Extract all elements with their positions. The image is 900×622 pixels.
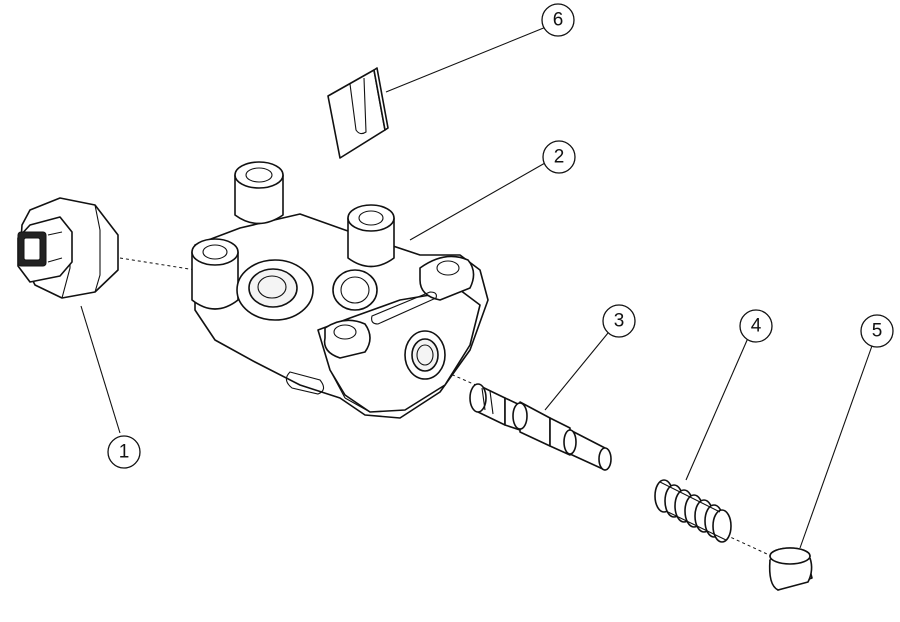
connector-plug-icon bbox=[17, 197, 119, 299]
leader-5 bbox=[799, 342, 874, 549]
leader-6 bbox=[385, 26, 547, 93]
callout-label-1: 1 bbox=[119, 442, 130, 463]
callout-2: 2 bbox=[542, 140, 576, 174]
slotted-shim-icon bbox=[327, 67, 389, 159]
spool-pin-icon bbox=[469, 383, 612, 471]
leader-2 bbox=[409, 162, 546, 241]
callout-label-6: 6 bbox=[553, 10, 564, 31]
leader-3 bbox=[544, 332, 609, 411]
callout-1: 1 bbox=[107, 435, 141, 469]
valve-body-icon bbox=[191, 161, 489, 419]
callout-label-3: 3 bbox=[614, 311, 625, 332]
end-cap-icon bbox=[768, 547, 813, 591]
callout-label-2: 2 bbox=[554, 147, 565, 168]
leader-4 bbox=[685, 337, 749, 481]
callout-3: 3 bbox=[602, 304, 636, 338]
coil-spring-icon bbox=[654, 479, 732, 543]
callout-6: 6 bbox=[541, 3, 575, 37]
callout-5: 5 bbox=[860, 314, 894, 348]
callout-label-5: 5 bbox=[872, 321, 883, 342]
callout-label-4: 4 bbox=[751, 316, 762, 337]
leader-1 bbox=[80, 305, 121, 434]
callout-4: 4 bbox=[739, 309, 773, 343]
